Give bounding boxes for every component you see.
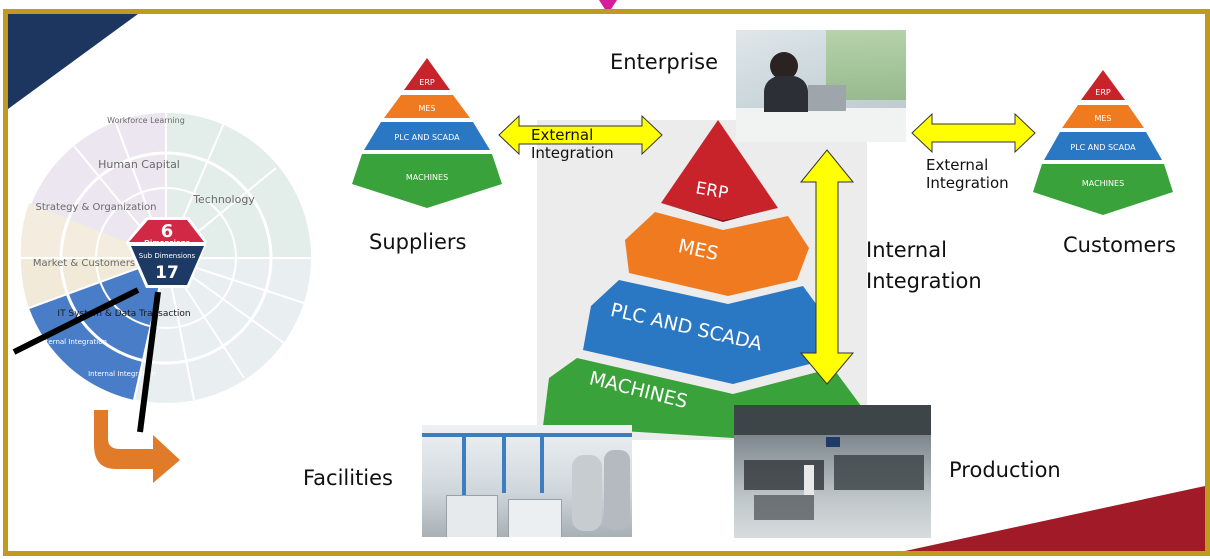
wheel-seg-workforce: Workforce Learning xyxy=(107,116,185,125)
customers-pyramid-machines: MACHINES xyxy=(1082,179,1124,188)
main-pyramid: ERP MES PLC AND SCADA MACHINES xyxy=(543,120,867,438)
orange-bent-arrow xyxy=(94,410,180,483)
dimensions-number: 6 xyxy=(161,221,174,242)
customers-pyramid-plc: PLC AND SCADA xyxy=(1070,143,1136,152)
suppliers-pyramid: ERP MES PLC AND SCADA MACHINES xyxy=(352,58,502,208)
enterprise-photo xyxy=(736,30,906,142)
external-integration-arrow-left xyxy=(498,114,663,156)
pointer-lines xyxy=(12,287,161,433)
wheel-seg-market: Market & Customers xyxy=(33,258,135,269)
facilities-label: Facilities xyxy=(303,466,393,490)
customers-label: Customers xyxy=(1063,233,1176,257)
suppliers-pyramid-machines: MACHINES xyxy=(406,173,448,182)
corner-accent-bottom-right xyxy=(905,486,1205,551)
sub-dimensions-number: 17 xyxy=(155,263,179,283)
wheel-seg-internal-integration: Internal Integration xyxy=(88,370,156,378)
suppliers-pyramid-plc: PLC AND SCADA xyxy=(394,133,460,142)
external-integration-left-label: External Integration xyxy=(531,126,614,162)
dimensions-label: Dimensions xyxy=(144,239,190,247)
production-photo xyxy=(734,405,931,538)
suppliers-pyramid-erp: ERP xyxy=(419,78,435,87)
suppliers-pyramid-mes: MES xyxy=(418,104,435,113)
dimension-wheel: Workforce Learning Human Capital Technol… xyxy=(20,113,311,403)
external-integration-right-label: External Integration xyxy=(926,156,1009,192)
external-integration-arrow-right xyxy=(911,112,1036,154)
wheel-seg-external-integration: External Integration xyxy=(37,338,107,346)
wheel-seg-it-system: IT System & Data Transaction xyxy=(57,309,190,319)
customers-pyramid-mes: MES xyxy=(1094,114,1111,123)
wheel-seg-technology: Technology xyxy=(192,193,255,206)
corner-accent-top-left xyxy=(8,14,138,109)
sub-dimensions-label: Sub Dimensions xyxy=(139,252,196,260)
enterprise-label: Enterprise xyxy=(610,50,719,74)
production-label: Production xyxy=(949,458,1061,482)
internal-integration-arrow xyxy=(799,149,855,385)
wheel-seg-human-capital: Human Capital xyxy=(98,158,180,171)
dimensions-hexagon xyxy=(126,217,207,288)
facilities-photo xyxy=(422,425,632,537)
internal-integration-label: Internal Integration xyxy=(866,238,982,293)
customers-pyramid: ERP MES PLC AND SCADA MACHINES xyxy=(1033,70,1173,215)
suppliers-label: Suppliers xyxy=(369,230,467,254)
customers-pyramid-erp: ERP xyxy=(1095,88,1111,97)
wheel-seg-strategy: Strategy & Organization xyxy=(36,202,157,213)
